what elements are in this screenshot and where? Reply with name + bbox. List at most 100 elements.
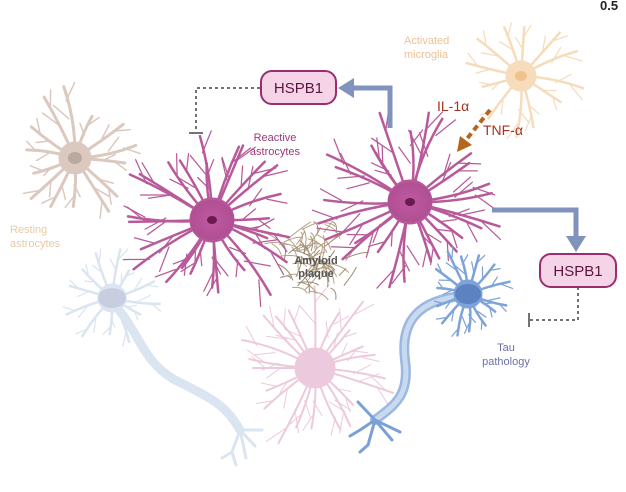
- cell-process-branch: [109, 258, 118, 272]
- cell-process-branch: [337, 175, 366, 179]
- cell-process-branch: [35, 152, 50, 162]
- cell-process-branch: [147, 220, 168, 236]
- cell-process-branch: [517, 108, 530, 124]
- tau-neuron: [348, 246, 514, 454]
- cell-process-branch: [441, 161, 452, 182]
- cell-process-branch: [433, 300, 445, 305]
- plaque-fiber: [310, 266, 327, 275]
- cell-process-branch: [319, 188, 343, 202]
- cell-process-branch: [435, 228, 456, 233]
- cell-process-branch: [97, 178, 115, 185]
- cell-process-branch: [482, 30, 487, 48]
- cell-process-branch: [480, 220, 502, 241]
- corner-label: 0.5: [600, 0, 618, 13]
- cell-process-branch: [311, 209, 338, 220]
- cell-process-branch: [107, 187, 112, 205]
- cell-process-branch: [283, 328, 302, 337]
- cell-process-branch: [488, 297, 501, 301]
- cell-process-branch: [554, 73, 572, 84]
- resting-astrocyte-nucleus: [68, 152, 82, 164]
- cell-process-branch: [120, 321, 133, 332]
- cell-process-branch: [474, 194, 495, 210]
- plaque-fiber: [321, 249, 336, 269]
- cell-process-branch: [552, 96, 558, 111]
- cell-process-branch: [477, 310, 487, 318]
- plaque-fiber: [317, 243, 324, 261]
- cell-process-branch: [98, 248, 102, 263]
- cell-process-branch: [75, 327, 89, 335]
- light-neuron: [62, 248, 264, 467]
- plaque-fiber: [310, 249, 320, 260]
- hspb1-top-label: HSPB1: [274, 80, 323, 97]
- cell-process-branch: [333, 399, 352, 411]
- cell-process-branch: [189, 154, 207, 175]
- il1a-label: IL-1α: [437, 98, 469, 114]
- arrow-to-hspb1-top: [338, 78, 393, 128]
- plaque-fiber: [330, 287, 337, 300]
- cell-process-branch: [99, 199, 103, 219]
- cell-process-branch: [229, 246, 246, 255]
- cell-process-branch: [112, 128, 131, 132]
- light-neuron-tangle: [98, 288, 126, 308]
- cell-process-branch: [491, 81, 501, 91]
- cell-process-branch: [169, 178, 189, 189]
- plaque-fiber: [281, 254, 307, 261]
- tau-label-line1: Tau: [497, 342, 515, 354]
- plaque-fiber: [283, 236, 303, 243]
- cell-process-branch: [551, 47, 562, 64]
- cell-process-branch: [489, 307, 493, 318]
- resting-label-line1: Resting: [10, 224, 47, 236]
- cell-process-branch: [424, 111, 444, 132]
- plaque-fiber: [319, 268, 325, 280]
- cell-process-branch: [390, 228, 394, 247]
- cell-process-branch: [102, 326, 111, 335]
- cell-process-branch: [293, 304, 301, 323]
- cell-process-branch: [144, 217, 167, 230]
- cell-process-branch: [122, 147, 141, 155]
- cell-process-branch: [341, 213, 361, 234]
- plaque-fiber: [295, 244, 312, 251]
- cell-process-branch: [122, 332, 127, 347]
- cell-process-branch: [246, 349, 264, 362]
- cell-process-branch: [211, 256, 222, 275]
- cell-process-branch: [418, 132, 429, 157]
- cell-process-branch: [43, 165, 53, 177]
- cell-process-branch: [118, 248, 129, 260]
- plaque-fiber: [299, 243, 317, 267]
- cell-process-branch: [251, 356, 266, 369]
- cell-process-branch: [29, 165, 43, 172]
- cell-process-branch: [506, 123, 518, 140]
- cell-process-branch: [183, 253, 188, 277]
- cell-process-branch: [252, 352, 276, 356]
- cell-process-branch: [445, 300, 452, 309]
- cell-process-branch: [342, 332, 357, 339]
- cell-process-branch: [154, 268, 177, 278]
- plaque-fiber: [276, 263, 294, 281]
- amyloid-label-line1: Amyloid: [294, 255, 337, 267]
- cell-process-branch: [134, 277, 143, 290]
- cell-process-branch: [199, 248, 203, 267]
- plaque-fiber: [289, 221, 312, 238]
- cell-process-branch: [376, 269, 395, 289]
- cell-process-branch: [349, 221, 365, 246]
- cell-process-branch: [77, 290, 90, 298]
- plaque-fiber: [324, 262, 350, 274]
- cell-process-branch: [471, 261, 475, 274]
- cell-process-branch: [79, 122, 86, 136]
- cell-process-branch: [62, 305, 77, 312]
- cell-process-branch: [304, 400, 311, 418]
- cell-process-branch: [455, 265, 465, 275]
- cell-process-branch: [60, 183, 67, 201]
- cell-process-branch: [133, 310, 139, 321]
- cell-process-branch: [466, 222, 478, 243]
- cell-process-branch: [330, 416, 336, 436]
- cell-process-branch: [123, 205, 146, 218]
- cell-process-branch: [398, 146, 411, 164]
- cell-process-branch: [340, 200, 364, 212]
- cell-process-branch: [461, 254, 469, 265]
- cell-process-branch: [451, 230, 458, 249]
- plaque-fiber: [322, 269, 329, 288]
- cell-process-branch: [541, 35, 547, 53]
- cell-process-branch: [265, 335, 288, 340]
- cell-process-branch: [91, 264, 104, 275]
